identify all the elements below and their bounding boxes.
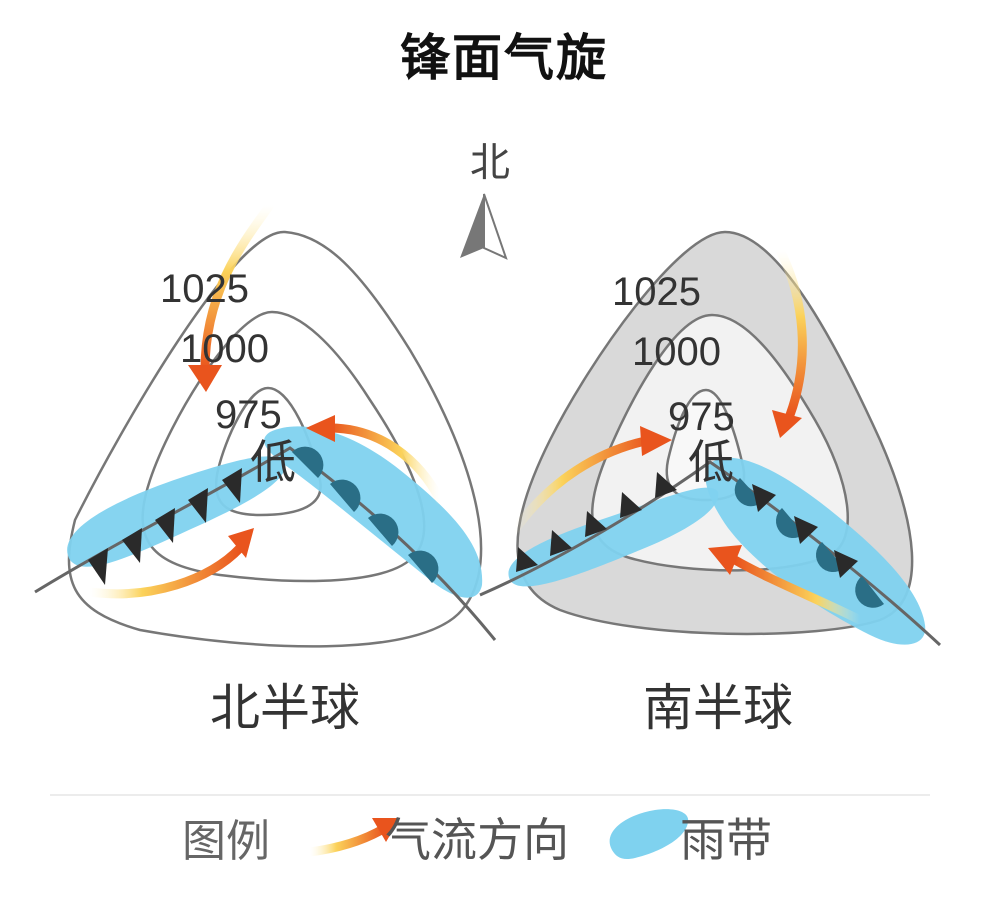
northern-hemisphere-label: 北半球 xyxy=(210,679,360,737)
arrow-head-icon xyxy=(772,410,802,438)
arrow-head-icon xyxy=(306,415,335,442)
airflow-arrow xyxy=(775,245,807,420)
southern-hemisphere-label: 南半球 xyxy=(643,679,793,737)
legend-heading: 图例 xyxy=(182,816,270,867)
warm-front-markers xyxy=(734,478,884,608)
cold-front-markers xyxy=(516,472,677,572)
southern-hemisphere: 1025 1000 975 低 南半球 xyxy=(479,230,942,737)
compass-label: 北 xyxy=(470,140,510,186)
isobar-1000 xyxy=(141,310,426,583)
low-pressure-label: 低 xyxy=(250,435,296,489)
northern-hemisphere: 1025 1000 975 低 北半球 xyxy=(34,200,497,737)
isobar-1025 xyxy=(67,230,483,648)
isobar-label-975: 975 xyxy=(668,395,735,439)
front-line xyxy=(479,460,942,647)
page-title: 锋面气旋 xyxy=(400,29,608,87)
legend-rainband-label: 雨带 xyxy=(680,813,772,867)
legend-airflow-label: 气流方向 xyxy=(385,813,569,867)
cold-front-markers xyxy=(88,468,242,585)
isobar-label-1000: 1000 xyxy=(180,327,269,371)
legend: 图例 气流方向 雨带 xyxy=(182,809,772,867)
arrow-head-icon xyxy=(640,426,672,456)
rainband-cold xyxy=(508,487,719,587)
isobar-label-1025: 1025 xyxy=(612,270,701,314)
isobar-label-1000: 1000 xyxy=(632,330,721,374)
low-pressure-label: 低 xyxy=(688,435,734,489)
arrow-head-icon xyxy=(228,528,254,558)
rainband-legend-icon xyxy=(609,809,689,860)
airflow-legend-icon xyxy=(305,823,390,857)
arrow-head-icon xyxy=(188,365,222,392)
isobar-label-1025: 1025 xyxy=(160,267,249,311)
north-arrow-icon xyxy=(460,194,484,258)
isobar-label-975: 975 xyxy=(215,393,282,437)
warm-front-markers xyxy=(292,446,439,583)
airflow-arrow xyxy=(200,200,275,375)
north-compass: 北 xyxy=(460,140,510,260)
arrow-head-icon xyxy=(708,545,742,575)
